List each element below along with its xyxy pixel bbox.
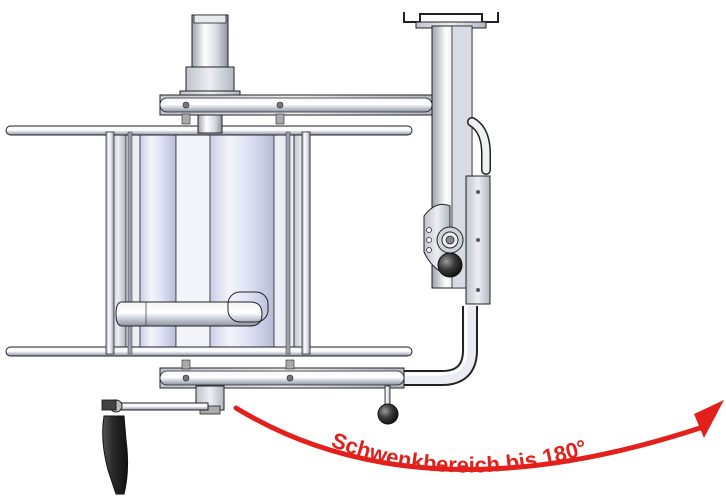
upper-arm xyxy=(159,94,433,125)
lower-flange-rod xyxy=(5,346,413,357)
column-guide-bend xyxy=(467,117,491,175)
lower-arm-plate xyxy=(159,359,405,389)
swivel-plate xyxy=(423,175,491,305)
swing-range-arrow xyxy=(233,400,724,472)
locking-knob-icon xyxy=(437,252,463,278)
crank-arm xyxy=(109,399,209,413)
lower-swing-arm xyxy=(200,306,478,386)
brake-knob xyxy=(377,385,399,425)
crank-handle-icon xyxy=(101,399,129,495)
pivot-bolt xyxy=(436,226,464,254)
inner-handle-loop xyxy=(115,291,269,327)
arrowhead-icon xyxy=(694,400,724,438)
swing-range-label: Schwenkbereich bis 180° xyxy=(328,427,589,477)
frame-straps xyxy=(105,131,311,355)
